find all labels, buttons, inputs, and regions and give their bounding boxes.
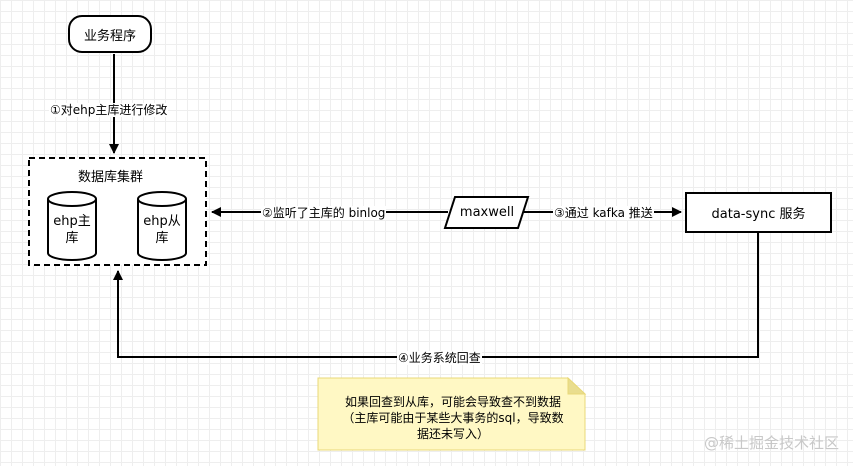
ehp-master-label-line1: ehp主	[53, 214, 91, 229]
edge-step4-line	[113, 233, 759, 358]
edge-step2-label: ②监听了主库的 binlog	[261, 206, 387, 220]
ehp-slave-label: ehp从 库	[137, 213, 187, 247]
data-sync-node: data-sync 服务	[685, 192, 832, 233]
edge-step1-label: ①对ehp主库进行修改	[49, 103, 169, 117]
ehp-slave-cylinder	[137, 191, 187, 261]
ehp-master-label-line2: 库	[65, 231, 79, 246]
edge-step3-label: ③通过 kafka 推送	[553, 206, 654, 220]
note-line-3: 据还未写入）	[416, 427, 489, 441]
ehp-slave-label-line2: 库	[155, 231, 169, 246]
business-program-label: 业务程序	[83, 28, 136, 44]
ehp-slave-label-line1: ehp从	[143, 214, 181, 229]
data-sync-label: data-sync 服务	[711, 207, 806, 222]
note-shape	[317, 376, 587, 451]
note-line-1: 如果回查到从库，可能会导致查不到数据	[344, 395, 561, 409]
ehp-master-label: ehp主 库	[47, 213, 97, 247]
edge-step4-label: ④业务系统回查	[397, 351, 482, 365]
note-line-2: （主库可能由于某些大事务的sql，导致数	[342, 411, 564, 425]
maxwell-label: maxwell	[459, 205, 515, 220]
note-text: 如果回查到从库，可能会导致查不到数据 （主库可能由于某些大事务的sql，导致数 …	[322, 394, 584, 442]
db-cluster-title: 数据库集群	[78, 170, 144, 185]
maxwell-node-shape	[443, 196, 530, 229]
ehp-master-cylinder	[47, 191, 97, 261]
watermark-text: @稀土掘金技术社区	[703, 434, 839, 452]
business-program-node: 业务程序	[68, 15, 152, 53]
